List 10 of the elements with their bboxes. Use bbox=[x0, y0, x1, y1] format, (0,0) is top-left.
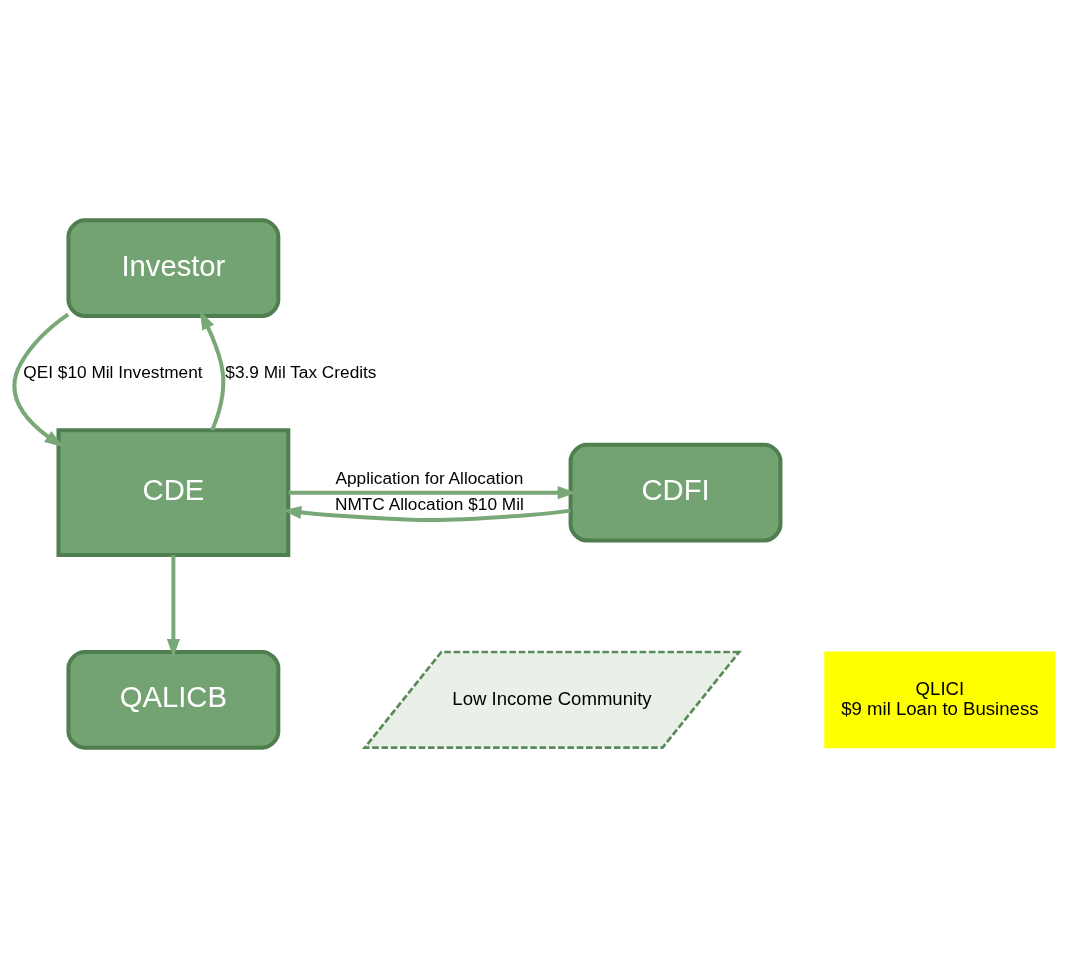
node-box: CDE bbox=[56, 428, 291, 558]
node-box: CDFI bbox=[568, 442, 783, 543]
node-box: Investor bbox=[66, 218, 281, 318]
edge-label: $3.9 Mil Tax Credits bbox=[225, 361, 377, 382]
edge-label: NMTC Allocation $10 Mil bbox=[335, 494, 524, 515]
edge-label: QEI $10 Mil Investment bbox=[23, 361, 203, 382]
node-box: QLICI $9 mil Loan to Business bbox=[824, 651, 1056, 749]
edge-label: Application for Allocation bbox=[335, 467, 524, 488]
node-box: QALICB bbox=[66, 650, 281, 750]
arrow bbox=[12, 312, 70, 447]
